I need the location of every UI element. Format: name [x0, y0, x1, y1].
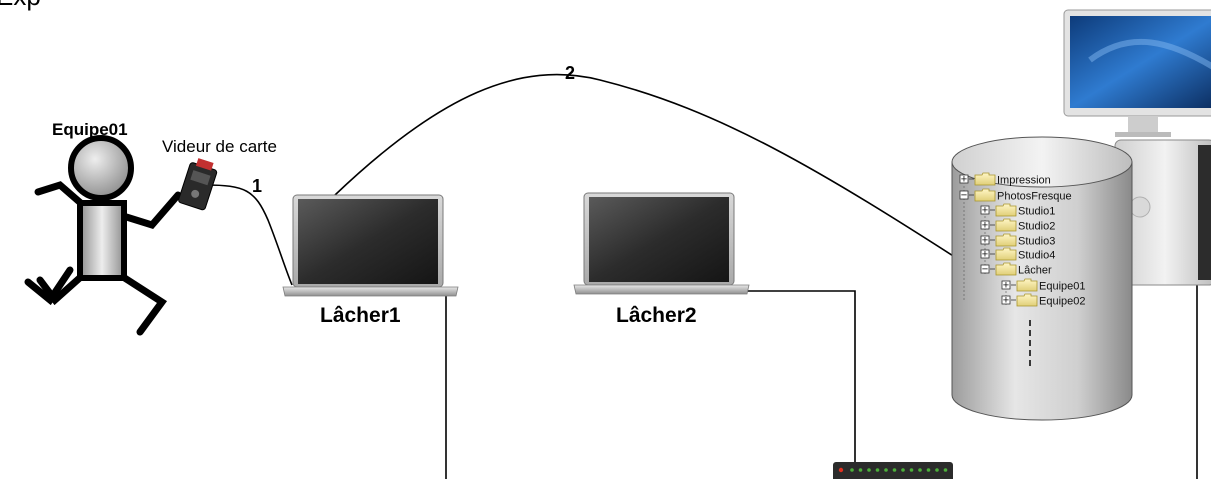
status-led — [875, 468, 880, 472]
folder-icon — [974, 188, 996, 202]
tree-node[interactable]: − Lâcher — [980, 262, 1052, 277]
folder-tree: + Impression − PhotosFresque + Studio1 + Studio… — [959, 172, 1086, 308]
tree-node-label: Studio1 — [1018, 206, 1055, 218]
folder-icon — [995, 233, 1017, 247]
desktop-tower-icon — [1114, 139, 1211, 286]
folder-icon — [1016, 278, 1038, 292]
status-led — [867, 468, 871, 472]
folder-icon — [995, 247, 1017, 261]
tree-toggle: + — [982, 220, 988, 232]
tree-toggle: + — [982, 235, 988, 247]
expand-icon[interactable] — [980, 235, 990, 245]
tree-node[interactable]: + Equipe01 — [1001, 278, 1086, 293]
tree-node[interactable]: + Studio2 — [980, 218, 1055, 233]
monitor-icon — [1063, 9, 1211, 137]
status-led — [858, 468, 863, 472]
folder-icon — [995, 203, 1017, 217]
link-number-1: 1 — [252, 176, 262, 196]
stick-figure-icon — [24, 135, 182, 336]
tree-node-label: Lâcher — [1018, 265, 1052, 277]
tree-node[interactable]: + Studio1 — [980, 203, 1055, 218]
folder-icon — [995, 262, 1017, 276]
card-reader-icon — [178, 158, 218, 211]
tree-toggle: − — [961, 190, 967, 202]
expand-icon[interactable] — [959, 174, 969, 184]
tree-toggle: + — [1003, 280, 1009, 292]
lan-cable-laptop2 — [745, 290, 856, 479]
laptop-icon — [282, 194, 459, 297]
folder-icon — [995, 218, 1017, 232]
tree-toggle: + — [1003, 295, 1009, 307]
tree-toggle: + — [961, 174, 967, 186]
tree-node-label: Impression — [997, 175, 1051, 187]
tree-node-label: PhotosFresque — [997, 191, 1072, 203]
status-led — [926, 468, 931, 472]
tree-node-label: Studio2 — [1018, 221, 1055, 233]
status-led — [909, 468, 914, 472]
folder-icon — [1016, 293, 1038, 307]
laptop-label-2: Lâcher2 — [616, 304, 697, 327]
tree-node-label: Studio4 — [1018, 250, 1055, 262]
link-cable-1 — [204, 184, 293, 286]
collapse-icon[interactable] — [980, 264, 990, 274]
status-led — [850, 468, 854, 472]
expand-icon[interactable] — [980, 220, 990, 230]
tree-toggle: + — [982, 205, 988, 217]
laptop-label-1: Lâcher1 — [320, 304, 401, 327]
collapse-icon[interactable] — [959, 190, 969, 200]
tree-node[interactable]: + Impression — [959, 172, 1051, 187]
status-led — [892, 468, 897, 472]
expand-icon[interactable] — [980, 205, 990, 215]
expand-icon[interactable] — [1001, 280, 1011, 290]
tree-node[interactable]: + Studio4 — [980, 247, 1055, 262]
tree-toggle: − — [982, 264, 988, 276]
status-led — [935, 468, 939, 472]
tree-node-label: Equipe02 — [1039, 296, 1086, 308]
header-fragment: Exp — [0, 0, 41, 11]
expand-icon[interactable] — [980, 249, 990, 259]
person-label: Equipe01 — [52, 120, 128, 139]
tree-toggle: + — [982, 249, 988, 261]
network-switch-icon — [833, 462, 953, 479]
status-led — [901, 468, 905, 472]
folder-icon — [974, 172, 996, 186]
expand-icon[interactable] — [1001, 295, 1011, 305]
laptop-icon — [573, 192, 750, 295]
status-led — [943, 468, 948, 472]
tree-node[interactable]: + Studio3 — [980, 233, 1055, 248]
link-cable-2 — [334, 73, 976, 271]
card-reader-label: Videur de carte — [162, 137, 277, 156]
tree-node[interactable]: + Equipe02 — [1001, 293, 1086, 308]
link-number-2: 2 — [565, 63, 575, 83]
status-led — [884, 468, 888, 472]
status-led — [918, 468, 922, 472]
tree-node-label: Studio3 — [1018, 236, 1055, 248]
tree-node[interactable]: − PhotosFresque — [959, 188, 1072, 203]
tree-node-label: Equipe01 — [1039, 281, 1086, 293]
